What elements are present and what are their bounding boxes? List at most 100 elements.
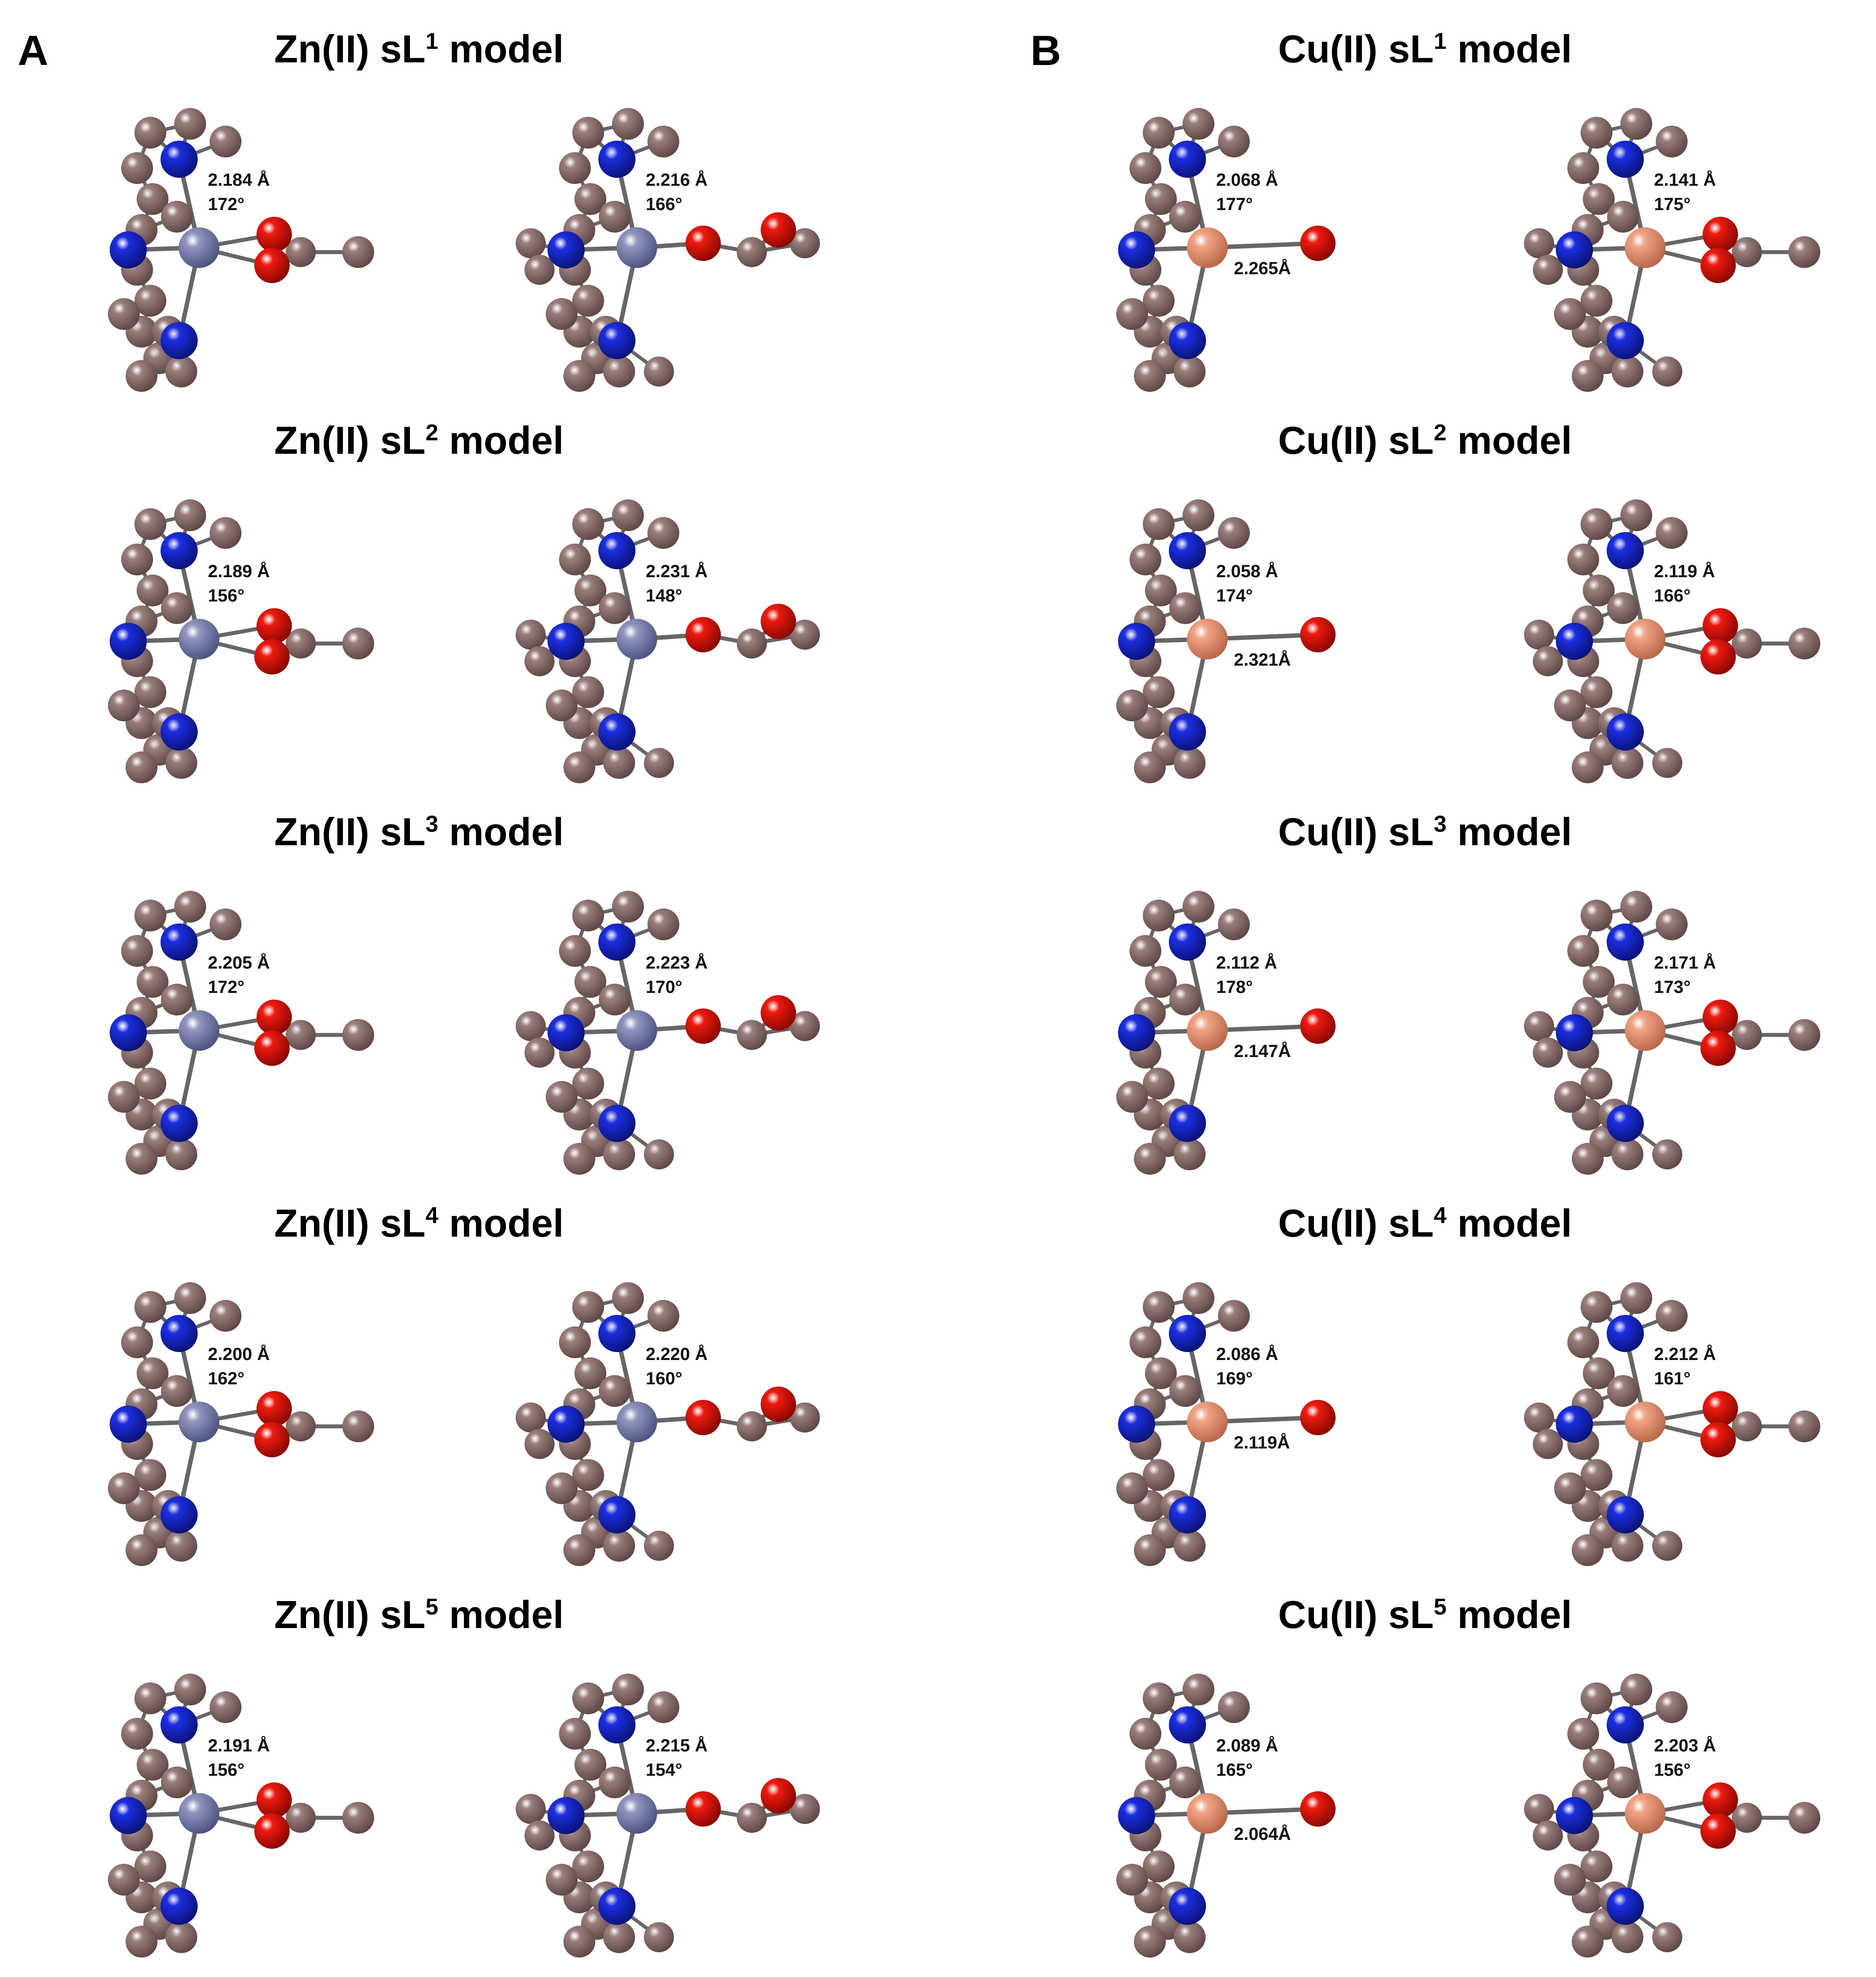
carbon-atom: [1524, 1402, 1554, 1433]
bond-length-label: 2.184 Å: [208, 170, 270, 190]
angle-label: 174°: [1216, 586, 1253, 605]
carbon-atom: [126, 751, 157, 783]
carbon-atom: [137, 1357, 168, 1389]
carbon-atom: [161, 201, 193, 233]
carbon-atom: [599, 592, 631, 624]
bond-length-label: 2.089 Å: [1216, 1736, 1278, 1755]
atoms: [108, 1282, 374, 1566]
nitrogen-atom: [110, 1014, 147, 1051]
carbon-atom: [572, 1068, 604, 1100]
carbon-atom: [644, 1139, 674, 1169]
nitrogen-atom: [1118, 231, 1155, 268]
carbon-atom: [1116, 298, 1148, 330]
carbon-atom: [647, 1300, 679, 1332]
carbon-atom: [108, 1081, 140, 1113]
carbon-atom: [1183, 499, 1214, 531]
nitrogen-atom: [1556, 231, 1593, 268]
nitrogen-atom: [1607, 141, 1644, 178]
carbon-atom: [1652, 1531, 1682, 1561]
carbon-atom: [121, 544, 153, 575]
oxygen-atom: [257, 1391, 292, 1426]
carbon-atom: [1567, 1326, 1599, 1358]
carbon-atom: [1581, 1851, 1612, 1882]
carbon-atom: [1169, 984, 1201, 1015]
nitrogen-atom: [161, 1706, 198, 1743]
metal-atom: [1187, 1402, 1228, 1442]
metal-atom: [616, 227, 657, 268]
oxygen-atom: [1300, 1400, 1336, 1435]
metal-atom: [179, 1793, 219, 1834]
oxygen-atom: [1700, 1422, 1736, 1457]
metal-oxygen-distance-label: 2.147Å: [1234, 1041, 1291, 1061]
oxygen-atom: [254, 639, 290, 674]
metal-atom: [616, 1793, 657, 1834]
oxygen-atom: [1700, 1031, 1736, 1066]
nitrogen-atom: [161, 322, 198, 359]
metal-oxygen-distance-label: 2.064Å: [1234, 1824, 1291, 1844]
angle-label: 166°: [1654, 586, 1691, 605]
carbon-atom: [1554, 1472, 1586, 1504]
carbon-atom: [1524, 620, 1554, 650]
metal-atom: [616, 1402, 657, 1442]
carbon-atom: [1581, 1068, 1612, 1100]
oxygen-atom: [685, 617, 721, 652]
carbon-atom: [612, 1674, 644, 1705]
carbon-atom: [174, 108, 206, 140]
carbon-atom: [1174, 1138, 1206, 1170]
bond-length-label: 2.112 Å: [1216, 953, 1277, 973]
nitrogen-atom: [161, 713, 198, 751]
carbon-atom: [342, 628, 374, 659]
carbon-atom: [134, 676, 166, 708]
carbon-atom: [1788, 236, 1820, 268]
carbon-atom: [1169, 1766, 1201, 1798]
atoms: [1116, 1282, 1336, 1566]
oxygen-atom: [1703, 608, 1738, 644]
carbon-atom: [1567, 152, 1599, 184]
oxygen-atom: [1700, 248, 1736, 283]
carbon-atom: [161, 984, 193, 1015]
metal-atom: [1625, 1402, 1665, 1442]
carbon-atom: [1169, 1375, 1201, 1407]
nitrogen-atom: [1169, 923, 1206, 961]
carbon-atom: [1218, 1300, 1250, 1332]
carbon-atom: [1129, 544, 1161, 575]
carbon-atom: [737, 628, 767, 659]
carbon-atom: [647, 908, 679, 940]
atoms: [516, 499, 820, 783]
carbon-atom: [574, 575, 606, 606]
metal-atom: [179, 1402, 219, 1442]
carbon-atom: [134, 1682, 166, 1714]
carbon-atom: [286, 1803, 316, 1833]
carbon-atom: [165, 1530, 197, 1562]
angle-label: 161°: [1654, 1369, 1691, 1388]
carbon-atom: [563, 751, 595, 783]
carbon-atom: [563, 1926, 595, 1958]
carbon-atom: [134, 1068, 166, 1100]
carbon-atom: [1524, 228, 1554, 258]
bond-length-label: 2.231 Å: [646, 561, 708, 581]
carbon-atom: [137, 1749, 168, 1781]
carbon-atom: [1134, 1143, 1166, 1175]
carbon-atom: [603, 356, 635, 387]
oxygen-atom: [761, 1387, 796, 1422]
metal-atom: [1187, 227, 1228, 268]
carbon-atom: [1583, 575, 1615, 606]
carbon-atom: [516, 620, 546, 650]
carbon-atom: [647, 517, 679, 549]
angle-label: 175°: [1654, 195, 1691, 214]
nitrogen-atom: [1169, 532, 1206, 569]
carbon-atom: [572, 508, 604, 540]
metal-atom: [179, 619, 219, 659]
carbon-atom: [644, 356, 674, 387]
carbon-atom: [1656, 1300, 1688, 1332]
angle-label: 156°: [208, 586, 245, 605]
nitrogen-atom: [1169, 1496, 1206, 1533]
carbon-atom: [108, 690, 140, 721]
